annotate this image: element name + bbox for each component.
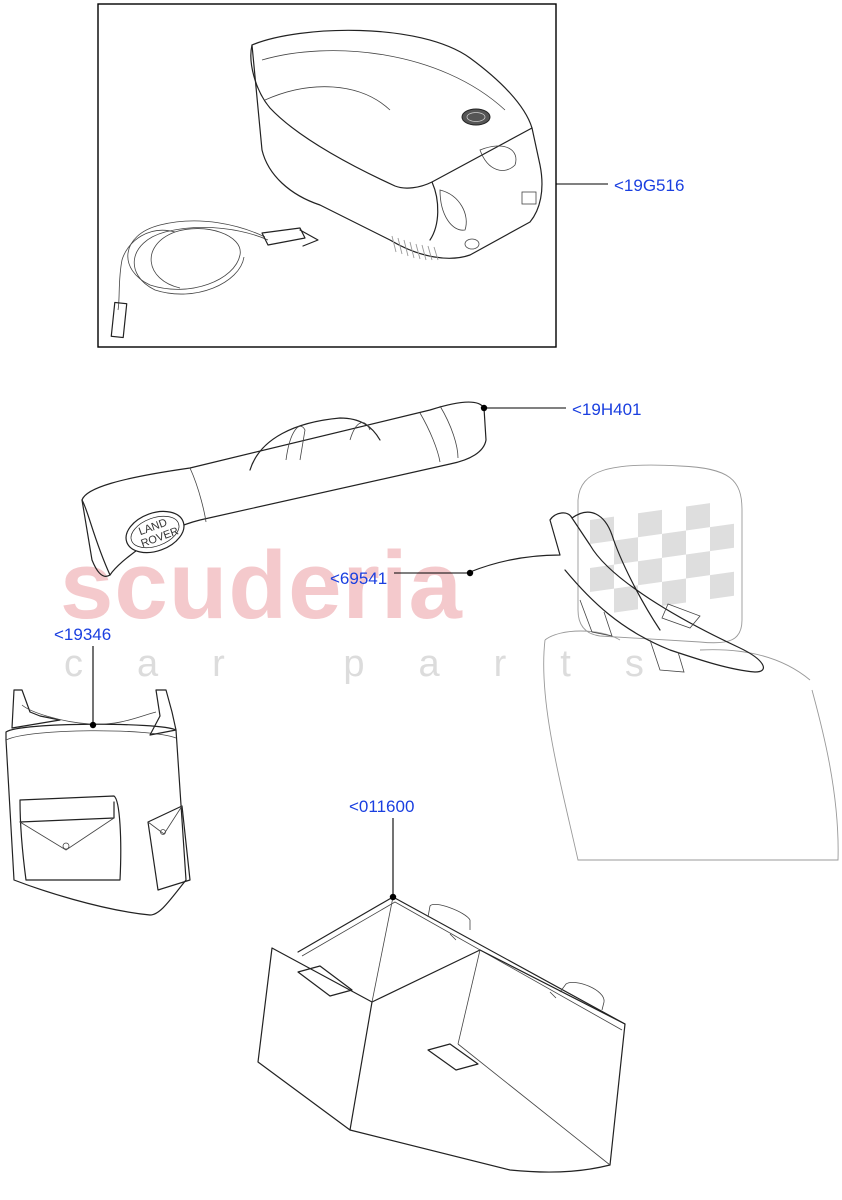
seat-bag-illustration — [5, 689, 191, 916]
seat-outline-illustration — [543, 464, 839, 861]
cool-box-illustration — [110, 29, 543, 339]
load-organiser-part[interactable]: <011600 — [257, 797, 626, 1173]
watermark: scuderia car parts — [60, 503, 734, 685]
load-organiser-illustration — [257, 896, 626, 1173]
callout-19g516[interactable]: <19G516 — [614, 176, 684, 195]
power-plug-icon — [110, 227, 319, 339]
callout-19346[interactable]: <19346 — [54, 625, 111, 644]
land-rover-logo-icon: LAND ROVER — [125, 510, 185, 554]
callout-011600[interactable]: <011600 — [349, 797, 414, 816]
watermark-sub-text: car parts — [64, 643, 698, 685]
watermark-main-text: scuderia — [60, 532, 463, 639]
callout-69541[interactable]: <69541 — [330, 569, 387, 588]
coat-hanger-illustration — [469, 511, 765, 673]
cool-box-frame — [97, 3, 557, 348]
seat-bag-part[interactable]: <19346 — [5, 625, 191, 916]
checkered-flag-icon — [590, 503, 734, 613]
callout-19h401[interactable]: <19H401 — [572, 400, 641, 419]
coat-hanger-part[interactable]: <69541 — [330, 464, 839, 861]
cool-box-part[interactable]: <19G516 — [97, 3, 684, 348]
land-rover-badge-icon — [461, 108, 491, 126]
ski-bag-part[interactable]: LAND ROVER <19H401 — [81, 400, 641, 577]
ski-bag-illustration: LAND ROVER — [81, 401, 487, 577]
